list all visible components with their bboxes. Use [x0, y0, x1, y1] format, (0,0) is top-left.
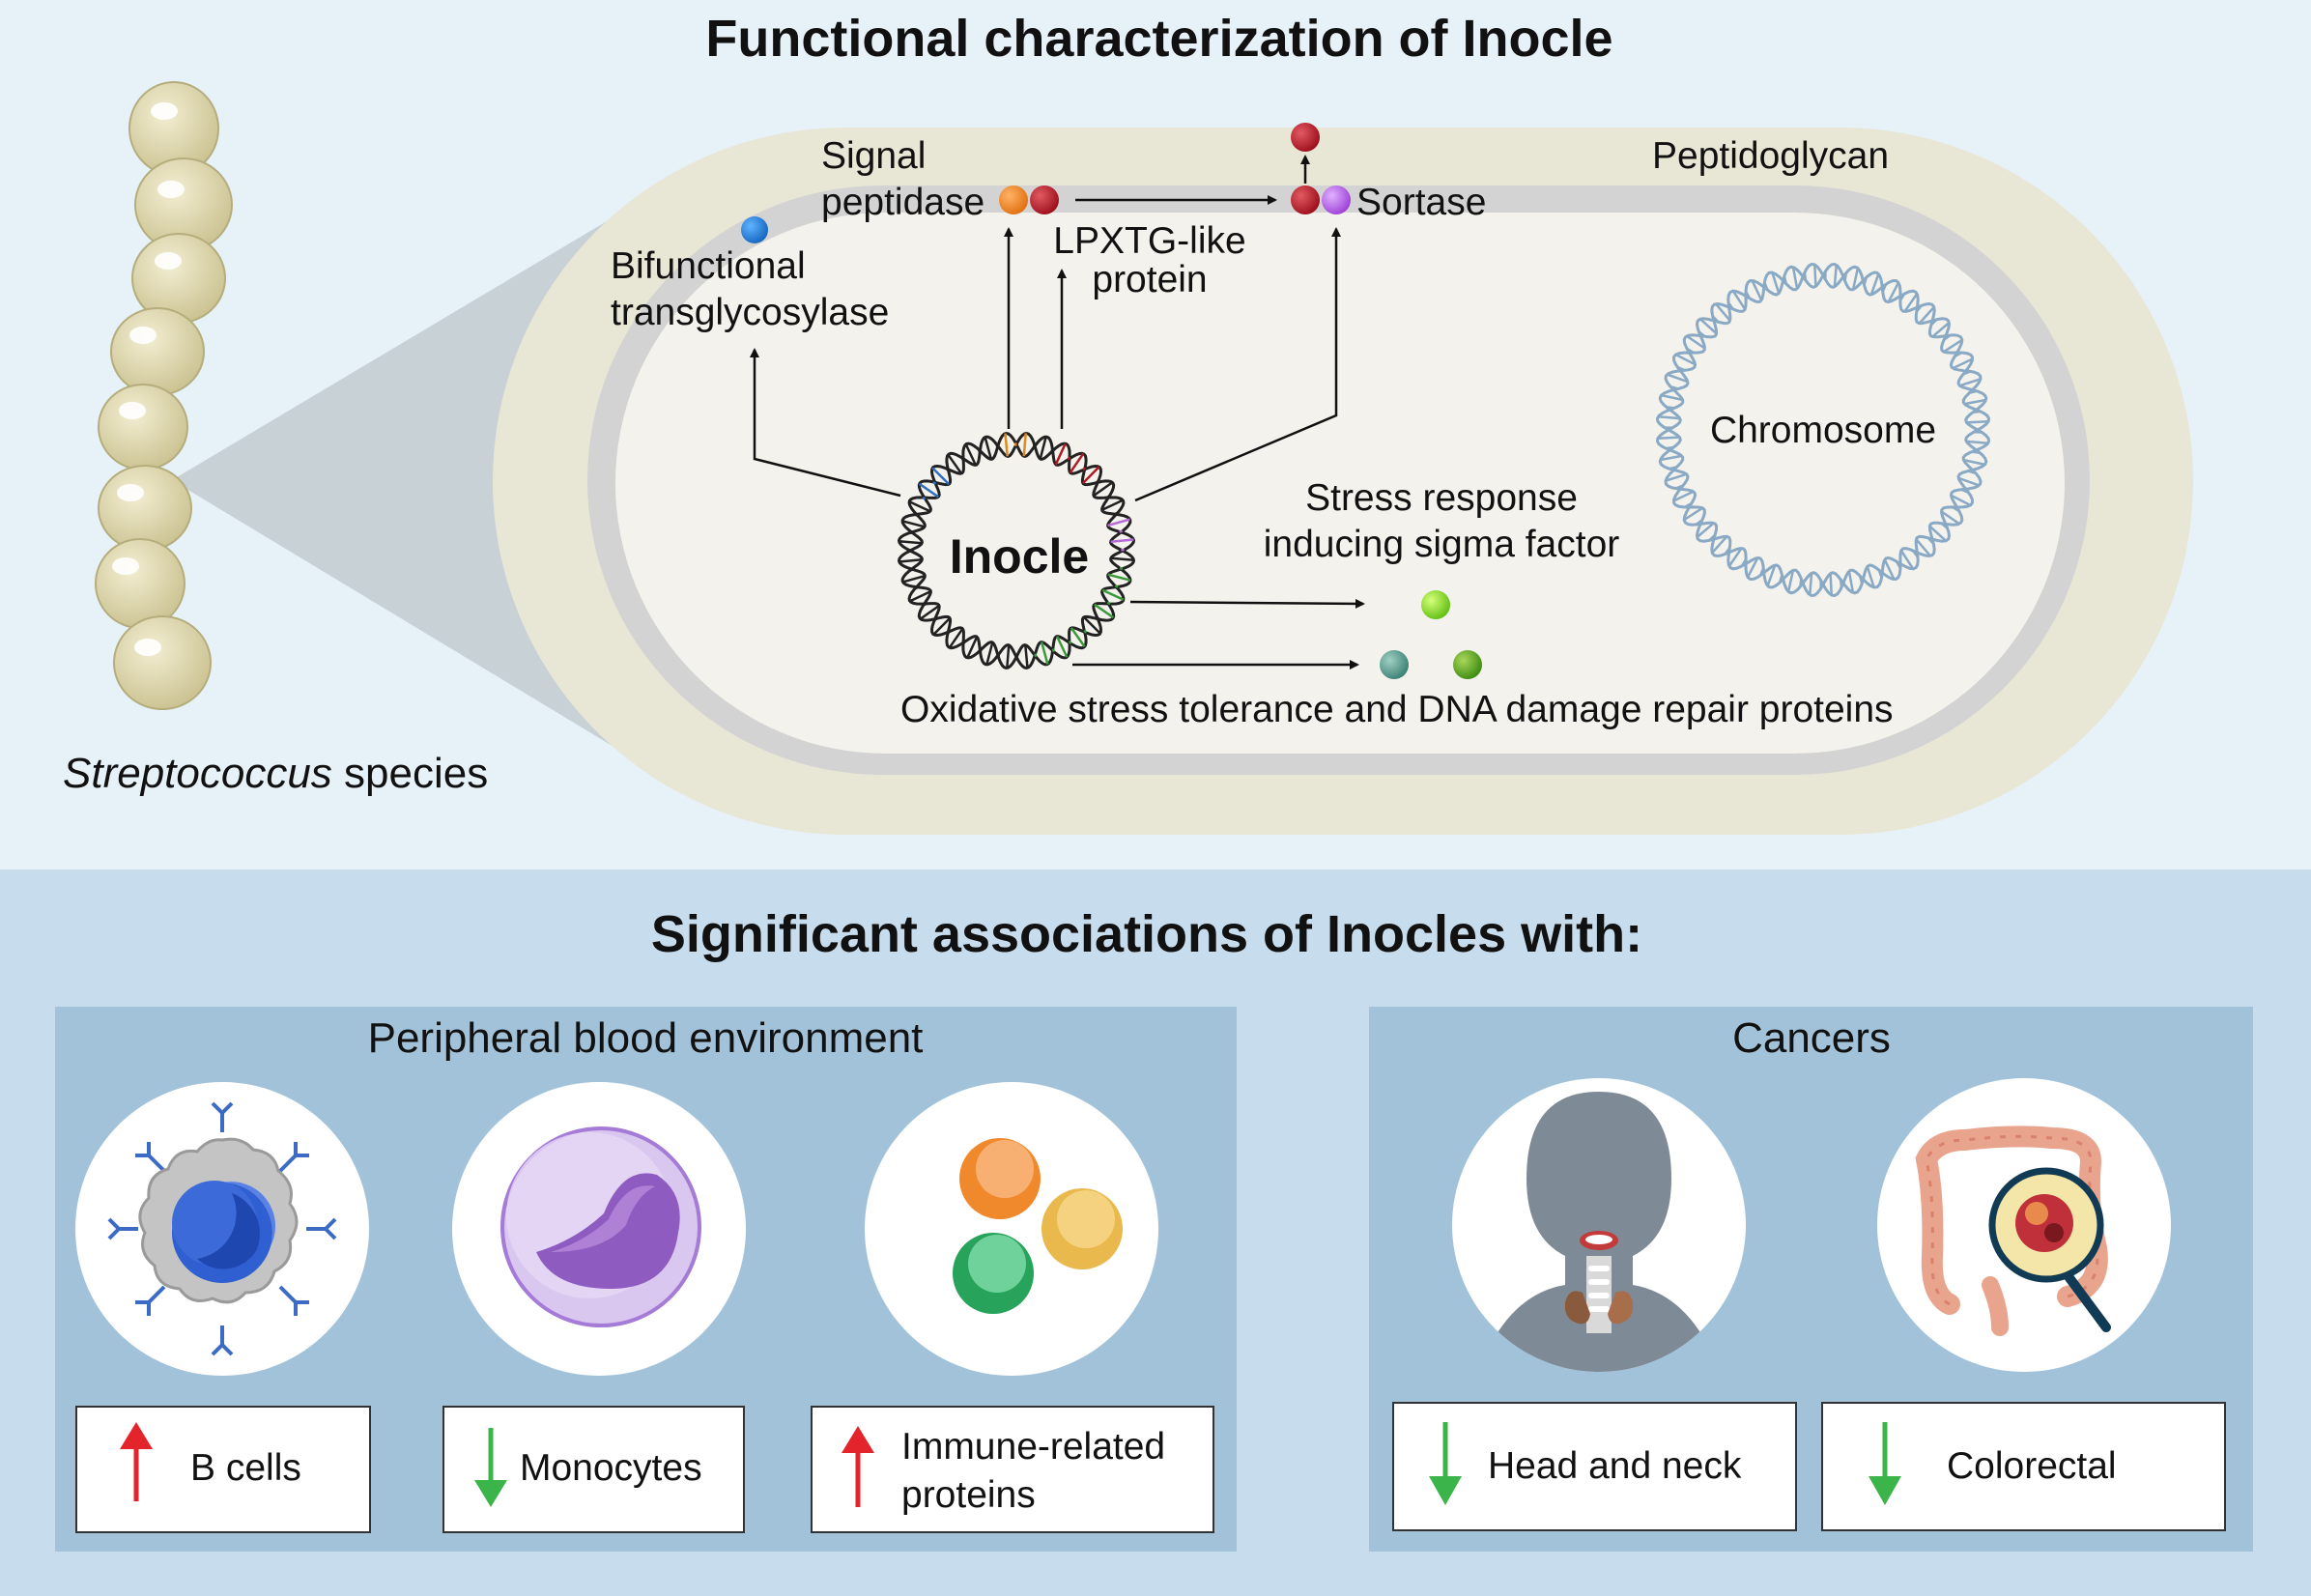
monocytes-box: Monocytes — [442, 1406, 745, 1533]
monocytes-label: Monocytes — [520, 1447, 702, 1489]
up-arrow-icon — [120, 1422, 153, 1501]
b-cells-box: B cells — [75, 1406, 371, 1533]
down-arrow-icon — [1869, 1422, 1901, 1505]
chromosome-dna-icon — [1655, 262, 1991, 598]
signal-peptidase-label-1: Signal — [821, 135, 926, 177]
transglycosylase-protein-icon — [741, 216, 768, 243]
proteins-circle — [865, 1082, 1158, 1376]
signal-peptidase-protein-icon — [999, 185, 1028, 214]
inocle-dna-icon — [897, 431, 1136, 670]
b-cell-icon — [107, 1101, 337, 1356]
inocle-label: Inocle — [950, 529, 1089, 584]
up-arrow-icon — [842, 1426, 874, 1507]
signal-peptidase-label-2: peptidase — [821, 182, 984, 223]
dna-repair-protein-icon — [1453, 650, 1482, 679]
head-neck-icon — [1478, 1092, 1720, 1372]
sigma-factor-protein-icon — [1421, 590, 1450, 619]
lpxtg-protein-icon — [1030, 185, 1059, 214]
lpxtg-label-1: LPXTG-like — [1053, 220, 1245, 262]
top-title: Functional characterization of Inocle — [705, 10, 1612, 68]
colorectal-label: Colorectal — [1947, 1445, 2117, 1487]
lpxtg-label-2: protein — [1092, 259, 1207, 300]
bifunctional-label-1: Bifunctional — [611, 245, 806, 287]
colon-icon — [1915, 1126, 2111, 1336]
down-arrow-icon — [1429, 1422, 1462, 1505]
sortase-protein-icon — [1322, 185, 1351, 214]
bottom-title: Significant associations of Inocles with… — [651, 905, 1642, 963]
anchored-protein-icon — [1291, 123, 1320, 152]
cancers-panel-title: Cancers — [1732, 1014, 1891, 1062]
oxidative-protein-icon — [1380, 650, 1409, 679]
immune-proteins-label-2: proteins — [901, 1474, 1036, 1516]
head-neck-label: Head and neck — [1488, 1445, 1742, 1487]
sortase-substrate-icon — [1291, 185, 1320, 214]
immune-proteins-label-1: Immune-related — [901, 1426, 1165, 1468]
colorectal-box: Colorectal — [1821, 1402, 2226, 1531]
immune-proteins-box: Immune-related proteins — [811, 1406, 1214, 1533]
pathway-arrows — [750, 155, 1365, 670]
oxidative-label: Oxidative stress tolerance and DNA damag… — [900, 689, 1894, 730]
stress-label-2: inducing sigma factor — [1264, 524, 1620, 565]
head-neck-box: Head and neck — [1392, 1402, 1797, 1531]
proteins-icon — [953, 1138, 1123, 1314]
bifunctional-label-2: transglycosylase — [611, 292, 889, 333]
monocyte-icon — [500, 1126, 701, 1327]
down-arrow-icon — [474, 1428, 507, 1507]
chromosome-label: Chromosome — [1710, 410, 1936, 451]
blood-panel-title: Peripheral blood environment — [368, 1014, 924, 1062]
b-cells-label: B cells — [190, 1447, 301, 1489]
stress-label-1: Stress response — [1305, 477, 1578, 519]
peptidoglycan-label: Peptidoglycan — [1652, 135, 1889, 177]
species-label: Streptococcus species — [63, 750, 488, 797]
sortase-label: Sortase — [1356, 182, 1486, 223]
